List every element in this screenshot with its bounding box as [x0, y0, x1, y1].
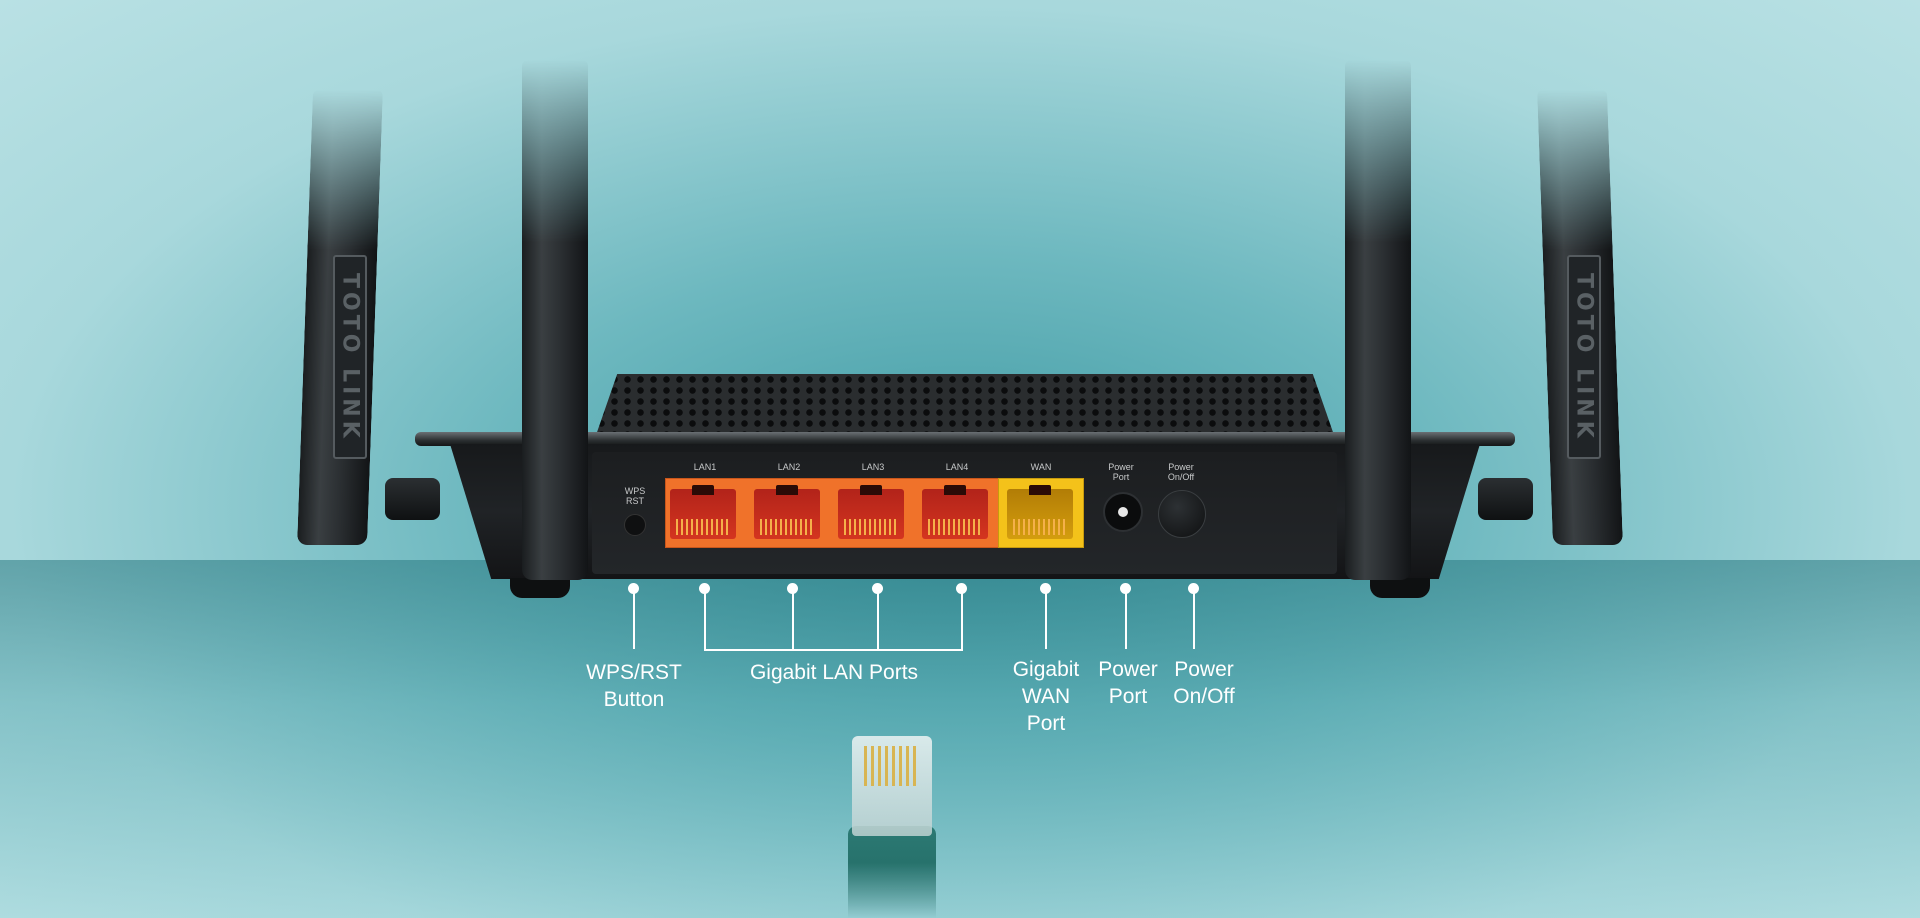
- power-port-label: Power Port: [1108, 462, 1134, 482]
- router-top-grill: [595, 374, 1335, 438]
- lan3-port: [838, 485, 904, 539]
- callout-dot-lan3: [872, 583, 883, 594]
- callout-line-wps: [633, 589, 635, 649]
- lan2-port: [754, 485, 820, 539]
- wps-rst-button: [624, 514, 646, 536]
- lan4-port: [922, 485, 988, 539]
- wan-label: WAN: [1030, 462, 1052, 472]
- antenna-right-inner: [1345, 60, 1411, 580]
- callout-dot-power-switch: [1188, 583, 1199, 594]
- callout-line-power-switch: [1193, 589, 1195, 649]
- ethernet-plug-pins: [864, 746, 920, 786]
- callout-dot-lan4: [956, 583, 967, 594]
- lan3-label: LAN3: [861, 462, 885, 472]
- callout-line-wan: [1045, 589, 1047, 649]
- floor-reflection: [0, 560, 1920, 918]
- callout-line-lan1: [704, 589, 706, 651]
- callout-gigabit-lan-ports: Gigabit LAN Ports: [749, 661, 919, 684]
- antenna-left-inner: [522, 60, 588, 580]
- callout-power-port: Power Port: [1098, 658, 1158, 708]
- lan4-label: LAN4: [945, 462, 969, 472]
- lan-port-group: [665, 478, 999, 548]
- callout-line-lan3: [877, 589, 879, 651]
- router-foot-right: [1370, 578, 1430, 598]
- callout-dot-power-port: [1120, 583, 1131, 594]
- callout-dot-wan: [1040, 583, 1051, 594]
- callout-dot-wps: [628, 583, 639, 594]
- callout-gigabit-wan-port: Gigabit WAN Port: [1012, 658, 1080, 735]
- power-switch-label: Power On/Off: [1167, 462, 1195, 482]
- router-lip: [415, 432, 1515, 446]
- wps-rst-port-label: WPS RST: [624, 486, 646, 506]
- callout-dot-lan1: [699, 583, 710, 594]
- lan1-port: [670, 485, 736, 539]
- callout-line-lan4: [961, 589, 963, 651]
- callout-line-lan2: [792, 589, 794, 651]
- callout-bracket-lan: [704, 649, 963, 651]
- hinge-left: [385, 478, 440, 520]
- router-foot-left: [510, 578, 570, 598]
- brand-plate-right: TOTO LINK: [1567, 255, 1601, 459]
- brand-logo-left: TOTO LINK: [337, 272, 363, 442]
- power-switch-button: [1158, 490, 1206, 538]
- power-port-jack: [1103, 492, 1143, 532]
- lan2-label: LAN2: [777, 462, 801, 472]
- callout-power-on-off: Power On/Off: [1173, 658, 1235, 708]
- wan-port-group: [998, 478, 1084, 548]
- lan1-label: LAN1: [693, 462, 717, 472]
- ethernet-cable: [848, 826, 936, 918]
- wan-port: [1007, 485, 1073, 539]
- brand-logo-right: TOTO LINK: [1571, 272, 1597, 442]
- brand-plate-left: TOTO LINK: [333, 255, 367, 459]
- callout-wps-rst-button: WPS/RST Button: [586, 661, 682, 711]
- callout-line-power-port: [1125, 589, 1127, 649]
- callout-dot-lan2: [787, 583, 798, 594]
- hinge-right: [1478, 478, 1533, 520]
